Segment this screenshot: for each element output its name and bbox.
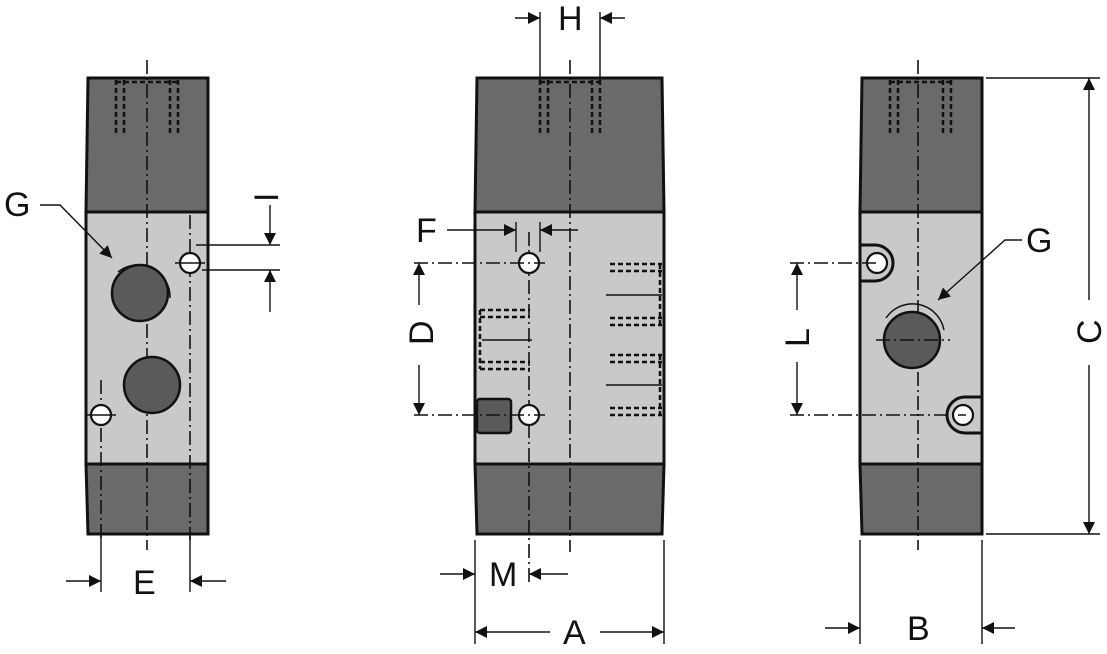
middle-view: H F D M A [403,0,666,652]
label-f: F [416,212,437,250]
middle-hidden-thread [538,80,602,134]
middle-side-plug [475,397,513,435]
label-i: I [248,193,286,202]
middle-hidden-passage-right-lower [610,353,662,417]
label-h: H [558,0,583,38]
left-view: G I E [4,60,286,602]
right-g-leader [937,239,1022,301]
right-bottom-block [858,462,984,536]
label-a: A [563,614,586,652]
middle-hidden-passage-right-upper [610,262,662,327]
label-b: B [907,610,930,648]
left-g-leader [40,204,113,259]
right-port-ring [885,303,945,331]
right-hidden-thread [888,80,953,134]
left-hidden-thread [114,80,180,134]
label-c: C [1071,319,1107,344]
middle-hidden-passage-left [478,308,530,371]
label-l: L [779,328,817,347]
left-port-upper-ring [117,264,171,299]
label-e: E [133,564,156,602]
label-d: D [403,320,441,345]
left-port-lower [122,355,182,415]
right-view: G L C B [779,60,1107,648]
label-g-right: G [1026,222,1052,260]
right-top-block [858,76,984,214]
label-g-left: G [4,186,30,224]
label-m: M [489,556,517,594]
